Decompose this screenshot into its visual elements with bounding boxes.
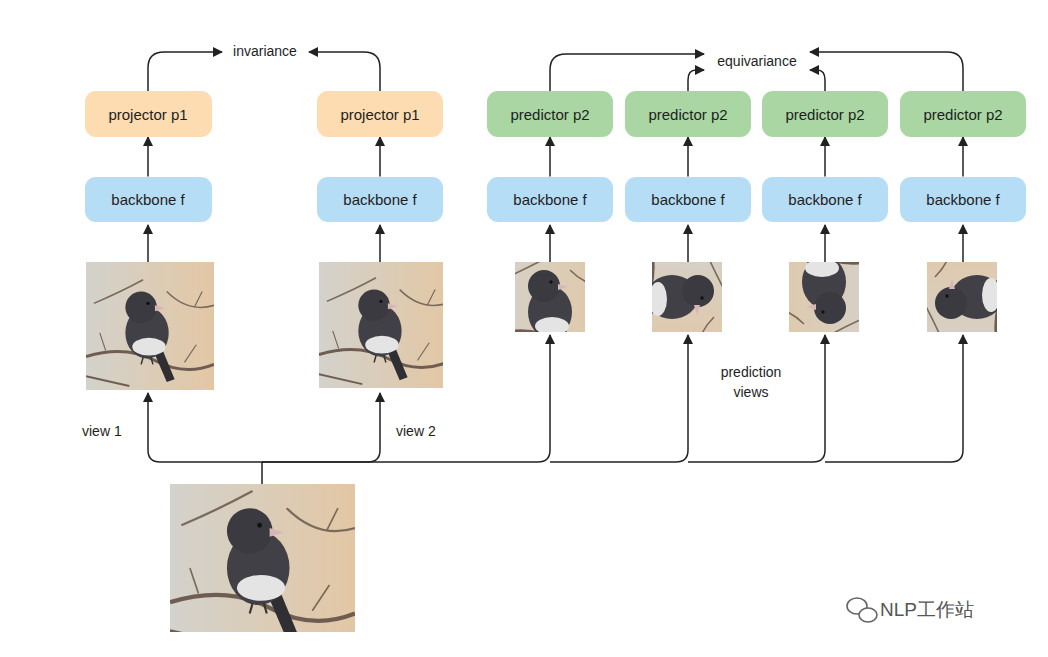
connector-arrow <box>379 137 381 177</box>
node-text: backbone f <box>343 191 416 208</box>
node-text: predictor p2 <box>785 106 864 123</box>
images <box>86 224 1035 651</box>
predictor-box: predictor p2 <box>625 91 751 137</box>
node-text: backbone f <box>513 191 586 208</box>
backbone-box: backbone f <box>762 177 888 222</box>
node-text: predictor p2 <box>923 106 1002 123</box>
backbone-box: backbone f <box>317 177 443 222</box>
wechat-icon <box>847 598 877 622</box>
backbone-box: backbone f <box>85 177 212 222</box>
predictor-box: predictor p2 <box>487 91 613 137</box>
backbone-box: backbone f <box>625 177 751 222</box>
connector-arrow <box>147 137 149 177</box>
connector-arrow <box>687 137 689 177</box>
node-text: projector p1 <box>340 106 419 123</box>
layout-arrows <box>148 52 963 484</box>
connector-arrow <box>824 137 826 177</box>
connector-arrow <box>549 137 551 177</box>
heading-label: equivariance <box>707 52 807 70</box>
node-text: backbone f <box>111 191 184 208</box>
heading-label: invariance <box>215 42 315 60</box>
projector-box: projector p1 <box>317 91 443 137</box>
node-text: predictor p2 <box>510 106 589 123</box>
node-text: backbone f <box>788 191 861 208</box>
projector-box: projector p1 <box>85 91 212 137</box>
predictor-box: predictor p2 <box>762 91 888 137</box>
view-label: prediction views <box>706 362 796 402</box>
connector-arrow <box>962 137 964 177</box>
view-label: view 2 <box>396 422 456 440</box>
node-text: predictor p2 <box>648 106 727 123</box>
view-label: view 1 <box>82 422 142 440</box>
predictor-box: predictor p2 <box>900 91 1026 137</box>
backbone-box: backbone f <box>900 177 1026 222</box>
watermark: NLP工作站 <box>880 598 1030 622</box>
node-text: backbone f <box>651 191 724 208</box>
node-text: projector p1 <box>108 106 187 123</box>
backbone-box: backbone f <box>487 177 613 222</box>
node-text: backbone f <box>926 191 999 208</box>
